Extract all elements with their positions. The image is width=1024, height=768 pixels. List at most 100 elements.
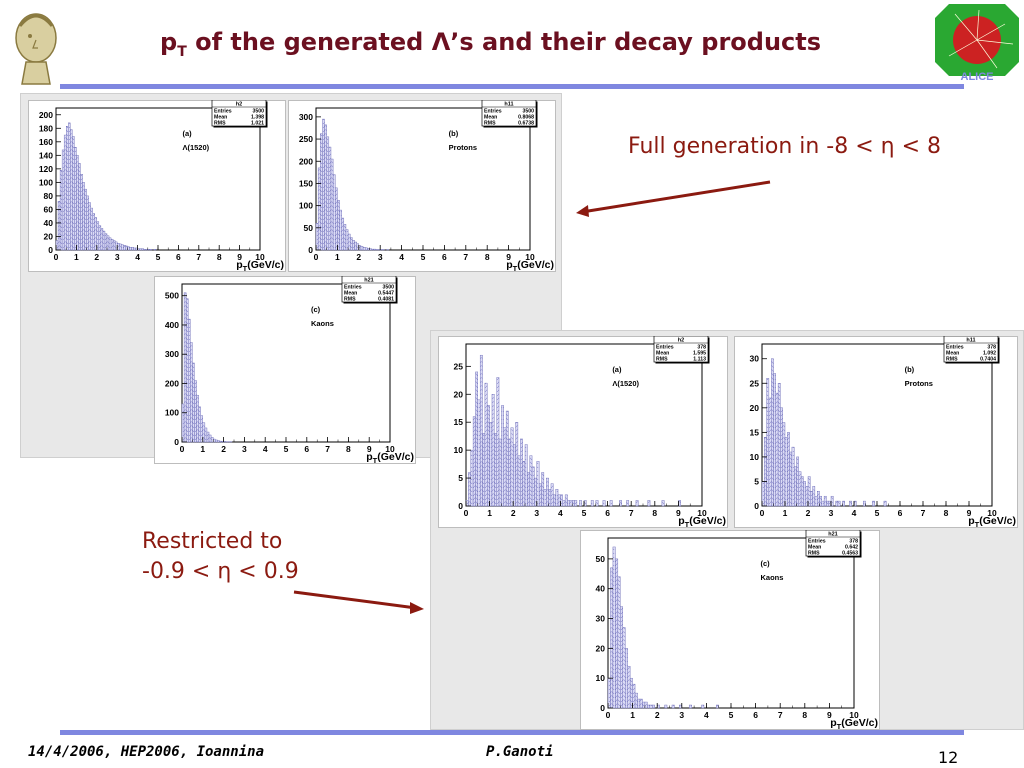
histogram-bin [794,466,797,507]
stats-value: 378 [987,345,996,351]
x-tick-label: 2 [655,710,660,720]
histogram-bin [491,394,495,507]
y-tick-label: 20 [454,389,464,399]
histogram-bin [789,451,793,507]
x-tick-label: 9 [676,508,681,518]
x-tick-label: 7 [325,444,330,454]
histogram-bin [468,472,471,507]
histogram-bin [517,455,521,507]
x-tick-label: 8 [802,710,807,720]
stats-name: h2 [678,338,684,344]
histogram-bin [352,240,355,251]
x-tick-label: 5 [421,252,426,262]
x-tick-label: 10 [987,508,997,518]
y-tick-label: 0 [458,501,463,511]
x-tick-label: 4 [399,252,404,262]
stats-label: RMS [808,551,820,557]
histogram-bin [501,405,504,507]
histogram-bin [129,247,132,251]
histogram-bin [76,155,79,251]
stats-value: 3500 [522,109,534,115]
histogram-bin [127,246,130,251]
footer-left: 14/4/2006, HEP2006, Ioannina [28,744,265,760]
stats-box [653,336,709,363]
histogram-bin [365,247,368,251]
histogram-bin [153,249,157,251]
histogram-bin [649,704,653,709]
histogram-bin [369,248,372,251]
panel-letter: (b) [449,129,459,138]
histogram-bin [145,249,149,251]
y-tick-label: 250 [299,134,313,144]
plot-frame [607,537,855,709]
histogram-bin [88,202,91,251]
y-tick-label: 200 [299,156,313,166]
x-tick-label: 9 [827,710,832,720]
y-tick-label: 10 [596,673,606,683]
x-tick-label: 0 [314,252,319,262]
histogram-bin [322,118,325,251]
stats-label: Mean [214,115,227,121]
histogram-bin [701,704,705,709]
x-tick-label: 7 [921,508,926,518]
histogram-bin [842,500,845,507]
histogram-bin [796,456,799,507]
x-tick-label: 2 [511,508,516,518]
histogram-bin [215,439,218,443]
x-tick-label: 3 [534,508,539,518]
stats-value: 0.4563 [842,551,858,557]
note-restricted-line2: -0.9 < η < 0.9 [142,559,299,584]
x-axis-label: pT(GeV/c) [968,515,1016,528]
stats-box [211,100,267,127]
x-tick-label: 1 [630,710,635,720]
histogram-bin [320,133,323,251]
stats-label: Entries [946,345,964,351]
histogram-bin [204,427,208,443]
histogram-bin [143,249,146,251]
x-tick-label: 0 [180,444,185,454]
histogram-bin [508,438,512,507]
x-tick-label: 3 [378,252,383,262]
histogram-bin [548,489,552,507]
x-tick-label: 2 [806,508,811,518]
histogram-bin [555,489,559,507]
x-tick-label: 6 [898,508,903,518]
histogram-bin [768,397,772,507]
x-tick-label: 7 [629,508,634,518]
y-tick-label: 30 [596,614,606,624]
histogram-bin [92,213,95,251]
histogram-bars [315,118,389,251]
stats-label: RMS [484,121,496,127]
histogram-bin [210,437,214,443]
stats-value: 0.4081 [378,297,394,303]
stats-value: 378 [697,345,706,351]
y-tick-label: 40 [44,218,54,228]
histogram-bin [373,248,377,251]
histogram-bin [330,158,334,251]
x-tick-label: 7 [778,710,783,720]
histogram-bin [80,174,83,251]
histogram-bin [810,491,813,507]
histogram-bin [63,134,67,251]
x-tick-label: 3 [115,252,120,262]
histogram-bin [78,163,81,251]
y-tick-label: 200 [39,110,53,120]
histogram-bars [761,358,887,507]
stats-label: Mean [946,351,959,357]
stats-value: 1.021 [251,121,264,127]
histogram-bin [482,433,486,507]
histogram-bin [470,449,474,507]
histogram-bin [98,225,102,251]
x-tick-label: 8 [217,252,222,262]
histogram-bin [335,187,338,251]
greek-head-logo [15,13,57,85]
y-tick-label: 300 [165,349,179,359]
histogram-bin [522,461,526,507]
histogram-bin [816,491,820,507]
histogram-bin [108,237,112,251]
histogram-bin [569,500,573,507]
